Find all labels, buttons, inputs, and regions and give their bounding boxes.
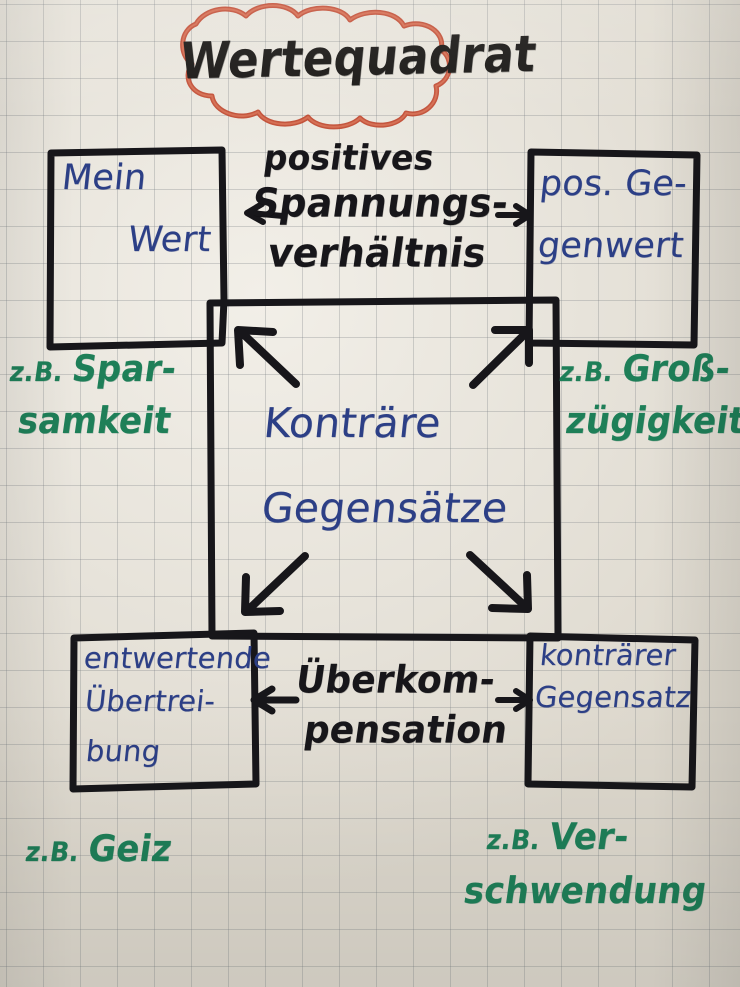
example-bottom-right: z.B. Ver-	[484, 815, 632, 858]
connector-top-line-1: positives	[261, 136, 437, 178]
box-top-right	[525, 148, 701, 349]
title-cloud-outline	[180, 3, 452, 130]
connector-bottom-line-1: Überkom-	[293, 658, 498, 703]
example-bottom-right-line-1: Ver-	[546, 815, 632, 859]
example-top-right-prefix: z.B.	[557, 355, 625, 388]
page-title: Wertequadrat	[177, 23, 540, 91]
box-bottom-left-line-3: bung	[84, 734, 163, 768]
box-top-left-line-2: Wert	[125, 220, 214, 260]
box-bottom-right	[524, 632, 699, 791]
box-top-right-line-2: genwert	[535, 226, 686, 266]
box-bottom-left-line-2: Übertrei-	[83, 684, 218, 718]
box-top-right-line-1: pos. Ge-	[537, 164, 690, 204]
arrow-top-right-pointer	[495, 203, 533, 227]
arrow-down-left-icon	[241, 552, 309, 616]
example-bottom-left-line-1: Geiz	[85, 827, 175, 871]
example-top-left-prefix: z.B.	[7, 355, 75, 388]
connector-top-line-3: verhältnis	[264, 229, 490, 277]
example-bottom-right-line-2: schwendung	[461, 869, 710, 913]
example-bottom-left: z.B. Geiz	[23, 827, 175, 870]
arrow-down-right-icon	[466, 551, 532, 613]
box-bottom-right-line-2: Gegensatz	[533, 680, 694, 714]
arrow-up-left-icon	[234, 326, 300, 388]
box-top-left-line-1: Mein	[59, 158, 149, 198]
box-center-line-1: Konträre	[261, 399, 444, 447]
box-bottom-left-line-1: entwertende	[82, 641, 273, 675]
example-bottom-right-prefix: z.B.	[484, 823, 552, 856]
example-top-left-line-2: samkeit	[15, 399, 174, 443]
arrow-bottom-right-pointer	[495, 688, 533, 712]
connector-bottom-line-2: pensation	[301, 708, 511, 753]
box-bottom-right-line-1: konträrer	[538, 638, 678, 672]
example-top-left-line-1: Spar-	[69, 347, 180, 391]
example-top-right-line-2: zügigkeit	[563, 399, 740, 443]
arrow-bottom-left-pointer	[250, 685, 300, 715]
box-bottom-left	[69, 629, 260, 793]
example-bottom-left-prefix: z.B.	[23, 835, 91, 868]
example-top-left: z.B. Spar-	[7, 347, 180, 390]
example-top-right: z.B. Groß-	[557, 347, 734, 390]
example-top-right-line-1: Groß-	[619, 347, 734, 391]
box-center-line-2: Gegensätze	[259, 484, 511, 532]
arrow-up-right-icon	[469, 326, 533, 389]
connector-top-line-2: Spannungs-	[248, 179, 512, 227]
arrow-top-left-pointer	[244, 201, 286, 225]
box-top-left	[46, 146, 228, 351]
